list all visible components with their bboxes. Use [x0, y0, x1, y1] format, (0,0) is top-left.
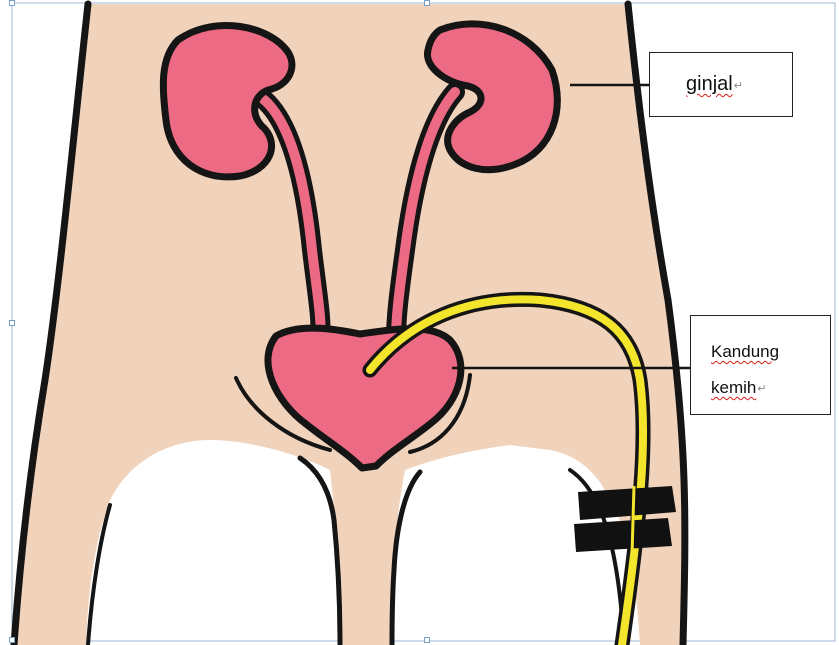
resize-handle-middle-left[interactable] — [9, 320, 15, 326]
resize-handle-top-center[interactable] — [424, 0, 430, 6]
kidney-label-text: ginjal — [686, 73, 733, 95]
bladder-label-word1: Kandung — [711, 342, 779, 361]
tape-strip-lower — [574, 518, 672, 552]
return-arrow-icon: ↵ — [757, 383, 766, 395]
resize-handle-bottom-left[interactable] — [9, 637, 15, 643]
return-arrow-icon: ↵ — [734, 80, 743, 92]
kidney-label-box[interactable]: ginjal↵ — [649, 52, 793, 117]
bladder-label-word2: kemih — [711, 378, 756, 397]
resize-handle-bottom-center[interactable] — [424, 637, 430, 643]
catheter-under-tape — [632, 486, 634, 555]
bladder-label-line1: Kandung — [711, 334, 830, 370]
resize-handle-top-left[interactable] — [9, 0, 15, 6]
bladder-label-line2: kemih↵ — [711, 370, 830, 407]
bladder-label-box[interactable]: Kandung kemih↵ — [690, 315, 831, 415]
